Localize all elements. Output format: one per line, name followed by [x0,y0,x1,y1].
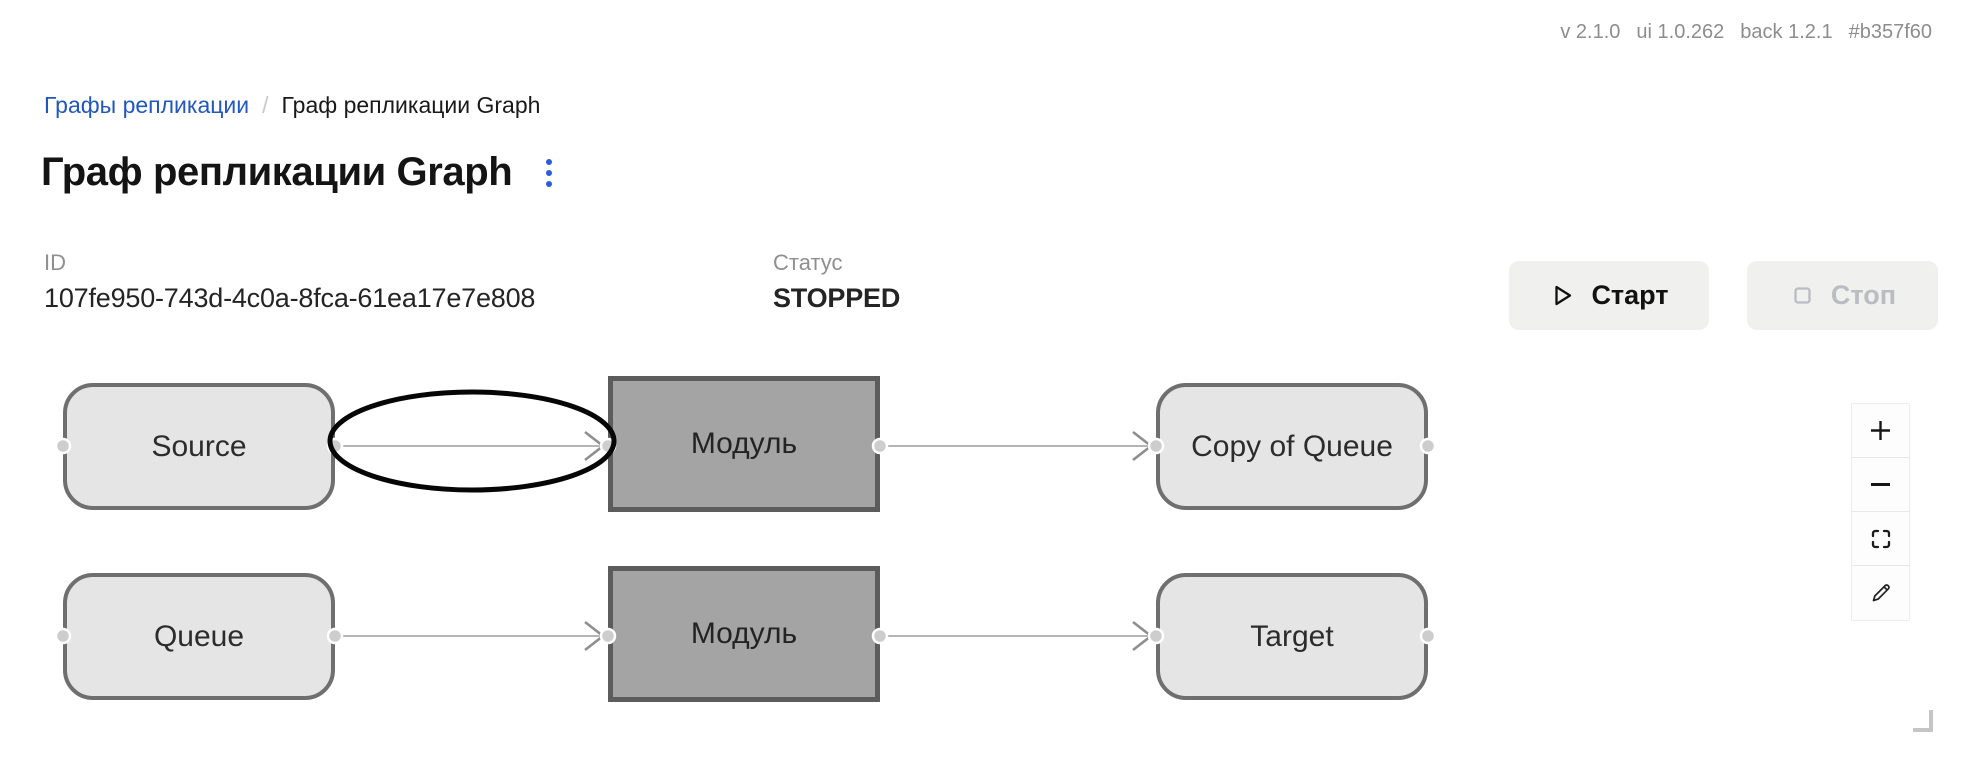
commit-hash: #b357f60 [1848,21,1932,43]
node-label: Source [151,429,247,463]
zoom-in-button[interactable] [1852,404,1909,458]
node-label: Queue [153,619,245,653]
graph-node-source[interactable]: Source [63,383,335,510]
node-label: Модуль [690,427,798,460]
ui-version: ui 1.0.262 [1636,21,1725,43]
start-button-label: Старт [1591,280,1669,310]
version-bar: v 2.1.0 ui 1.0.262 back 1.2.1 #b357f60 [1560,21,1932,44]
arrowhead-icon [1132,620,1154,652]
node-label: Модуль [690,617,798,650]
page-title: Граф репликации Graph [41,150,513,194]
breadcrumb-link-replication-graphs[interactable]: Графы репликации [44,92,250,118]
breadcrumb-separator: / [262,92,269,118]
page-header: Граф репликации Graph [41,150,558,195]
graph-node-module-2[interactable]: Модуль [608,566,880,702]
stop-square-icon [1794,287,1811,304]
arrowhead-icon [584,430,606,462]
id-field: ID 107fe950-743d-4c0a-8fca-61ea17e7e808 [44,250,535,314]
status-badge: STOPPED [773,283,901,313]
annotation-ellipse [327,389,617,493]
breadcrumb: Графы репликации / Граф репликации Graph [44,92,540,119]
node-label: Target [1250,619,1334,653]
minus-icon [1871,483,1890,486]
fit-view-icon [1871,529,1890,548]
graph-node-module-1[interactable]: Модуль [608,376,880,512]
graph-node-queue[interactable]: Queue [63,573,335,700]
id-label: ID [44,250,66,275]
status-label: Статус [773,250,843,275]
arrowhead-icon [1132,430,1154,462]
stop-button-label: Стоп [1830,280,1897,310]
kebab-menu-icon[interactable] [540,157,558,189]
canvas-toolbar [1851,403,1910,621]
stop-button[interactable]: Стоп [1747,261,1938,330]
graph-node-copy-of-queue[interactable]: Copy of Queue [1156,383,1428,510]
resize-corner-mark [1913,710,1933,732]
start-button[interactable]: Старт [1509,261,1709,330]
app-version: v 2.1.0 [1560,21,1621,43]
backend-version: back 1.2.1 [1740,21,1833,43]
status-field: Статус STOPPED [773,250,900,314]
play-icon [1555,285,1572,306]
plus-icon [1871,421,1890,440]
graph-node-target[interactable]: Target [1156,573,1428,700]
node-label: Copy of Queue [1191,429,1393,463]
edit-button[interactable] [1852,566,1909,620]
zoom-out-button[interactable] [1852,458,1909,512]
breadcrumb-current: Граф репликации Graph [281,92,541,118]
fit-view-button[interactable] [1852,512,1909,566]
pencil-icon [1872,584,1890,602]
id-value: 107fe950-743d-4c0a-8fca-61ea17e7e808 [44,283,536,313]
arrowhead-icon [584,620,606,652]
